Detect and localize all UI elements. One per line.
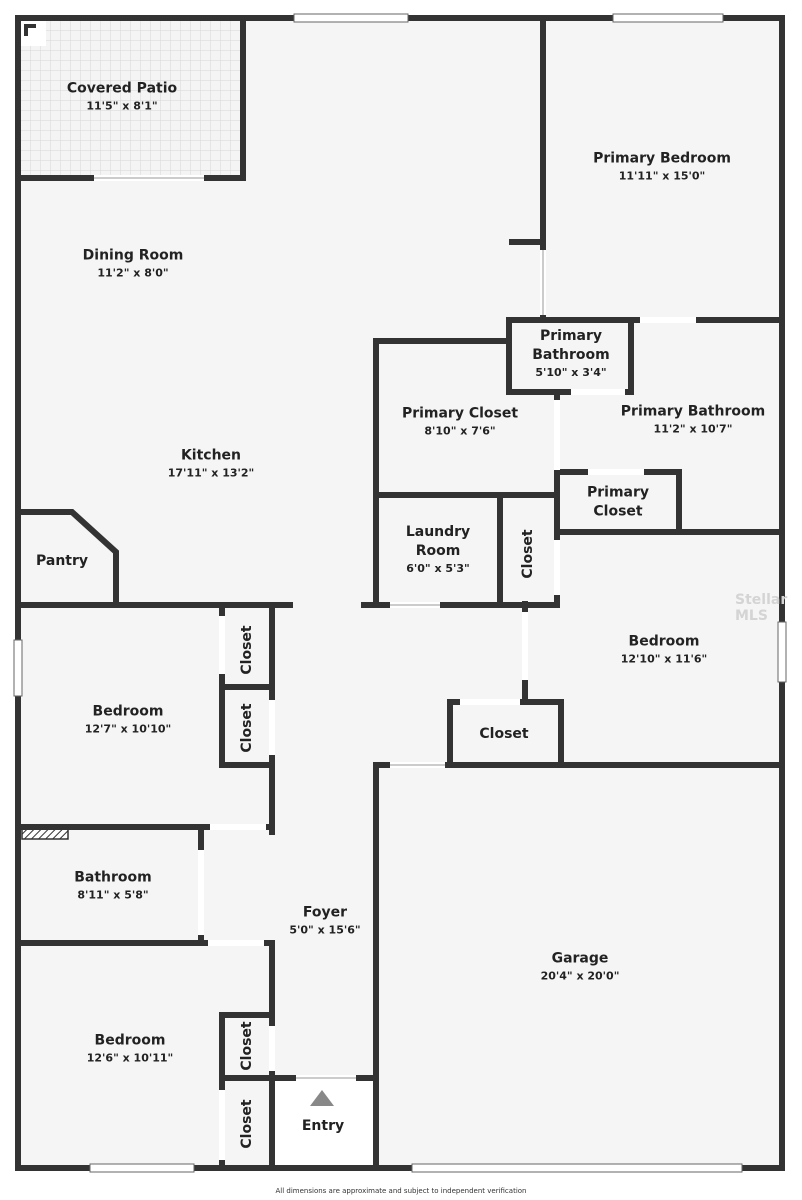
primary-bedroom-label: Primary Bedroom 11'11" x 15'0" [593,151,731,184]
bathroom-name: Bathroom [74,869,152,886]
entry-arrow-icon [310,1090,334,1106]
dining-room-dims: 11'2" x 8'0" [97,266,169,280]
primary-closet-label: Primary Closet 8'10" x 7'6" [402,406,518,439]
kitchen-dims: 17'11" x 13'2" [167,466,255,480]
patio-floor [18,18,243,178]
dining-room-name: Dining Room [82,247,184,264]
closet-laundry-side-label: Closet [520,529,536,579]
dining-room-label: Dining Room 11'2" x 8'0" [83,248,184,281]
pantry-name: Pantry [35,552,89,569]
closet-lower-a-label: Closet [239,1021,255,1071]
covered-patio-label: Covered Patio 11'5" x 8'1" [67,81,177,114]
primary-bedroom-name: Primary Bedroom [593,150,731,167]
primary-closet-dims: 8'10" x 7'6" [424,424,496,438]
interior-floor [18,18,782,1168]
primary-closet-small-line2: Closet [593,503,643,520]
primary-bathroom-small-dims: 5'10" x 3'4" [535,366,607,380]
entry-label: Entry [302,1118,344,1134]
bedroom-left-upper-label: Bedroom 12'7" x 10'10" [85,704,172,737]
primary-bathroom-label: Primary Bathroom 11'2" x 10'7" [621,404,765,437]
laundry-room-dims: 6'0" x 5'3" [406,562,470,576]
bedroom-left-upper-dims: 12'7" x 10'10" [84,722,172,736]
hatched-chase [21,828,69,840]
bedroom-left-upper-name: Bedroom [92,703,164,720]
windows [13,13,787,1173]
patio-corner-mark [18,18,46,46]
kitchen-name: Kitchen [180,447,242,464]
bedroom-right-dims: 12'10" x 11'6" [620,652,708,666]
garage-label: Garage 20'4" x 20'0" [541,951,620,984]
door-lines [94,177,544,1079]
primary-bathroom-dims: 11'2" x 10'7" [653,422,733,436]
kitchen-label: Kitchen 17'11" x 13'2" [168,448,255,481]
foyer-name: Foyer [302,904,348,921]
primary-closet-small-label: Primary Closet [587,484,649,519]
bedroom-left-lower-dims: 12'6" x 10'11" [86,1051,174,1065]
entry-name: Entry [301,1117,345,1134]
foyer-dims: 5'0" x 15'6" [289,923,361,937]
foyer-label: Foyer 5'0" x 15'6" [289,905,360,938]
closet-garage-side-label: Closet [479,726,528,742]
primary-bathroom-small-line2: Bathroom [532,347,610,364]
garage-name: Garage [551,950,609,967]
disclaimer-text: All dimensions are approximate and subje… [275,1187,527,1195]
bedroom-right-name: Bedroom [628,633,700,650]
covered-patio-dims: 11'5" x 8'1" [86,99,158,113]
primary-bathroom-small-line1: Primary [539,328,603,345]
garage-dims: 20'4" x 20'0" [540,969,620,983]
closet-garage-side-name: Closet [479,725,529,742]
bedroom-left-lower-name: Bedroom [94,1032,166,1049]
laundry-room-line1: Laundry [405,524,471,541]
watermark: Stellar MLS [735,592,788,624]
primary-closet-name: Primary Closet [401,405,519,422]
primary-bathroom-small-label: Primary Bathroom 5'10" x 3'4" [532,328,610,380]
laundry-room-label: Laundry Room 6'0" x 5'3" [406,524,470,576]
bedroom-right-label: Bedroom 12'10" x 11'6" [621,634,708,667]
covered-patio-name: Covered Patio [66,80,178,97]
closet-lower-b-label: Closet [239,1099,255,1149]
primary-bathroom-name: Primary Bathroom [620,403,766,420]
primary-closet-small-line1: Primary [586,484,650,501]
bedroom-left-lower-label: Bedroom 12'6" x 10'11" [87,1033,174,1066]
primary-bedroom-dims: 11'11" x 15'0" [618,169,706,183]
closet-upper-a-label: Closet [239,625,255,675]
pantry-label: Pantry [36,553,88,569]
laundry-room-line2: Room [415,543,461,560]
closet-upper-b-label: Closet [239,703,255,753]
bathroom-dims: 8'11" x 5'8" [77,888,149,902]
bathroom-label: Bathroom 8'11" x 5'8" [74,870,152,903]
